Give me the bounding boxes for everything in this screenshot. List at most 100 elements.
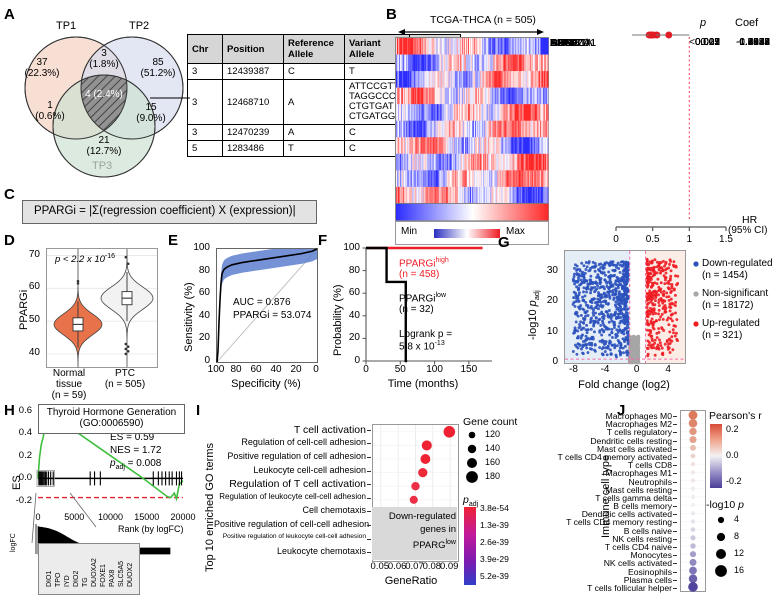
panel-label-e: E: [168, 232, 179, 249]
panel-i-xlabel: GeneRatio: [384, 575, 438, 587]
panel-f-logrank-line2: 5.8 x 10-13: [399, 340, 445, 353]
panel-j-cell-9: Mast cells resting: [605, 484, 672, 495]
panel-g-xlabel: Fold change (log2): [578, 379, 670, 391]
panel-j-cell-7: Macrophages M1: [605, 468, 672, 479]
panel-f-ytick-40: 40: [348, 309, 360, 321]
panel-j-cell-tick-17: [673, 555, 677, 557]
panel-h-gene-pax8: PAX8: [109, 569, 116, 587]
svg-text:0.5: 0.5: [646, 234, 660, 245]
panel-f-low-label: PPARGilow: [399, 292, 447, 305]
panel-j-p-legend-dot-16: [712, 563, 730, 579]
panel-b-gene-gpd1: GPD1: [550, 37, 579, 49]
panel-e-ytick-20: 20: [198, 332, 210, 344]
venn-region-tp3-only: 21(12.7%): [86, 135, 122, 157]
panel-b-gene-sat1: SAT1: [550, 37, 576, 49]
panel-h-title-box: Thyroid Hormone Generation(GO:0006590): [38, 404, 185, 434]
panel-b-coef-sat1: -1.2243: [736, 37, 770, 48]
panel-f-high-n: (n = 458): [399, 269, 440, 280]
panel-j-cell-tick-10: [673, 497, 677, 499]
panel-e-cutoff-annotation: PPARGi = 53.074: [233, 310, 312, 321]
venn-region-tp2-only: 85(51.2%): [140, 57, 176, 79]
cell-ref: A: [283, 124, 345, 141]
panel-i-size-legend-dot-160: [463, 456, 481, 470]
panel-e-roc-curve: [216, 248, 318, 363]
svg-text:0: 0: [613, 234, 619, 245]
panel-e-xlabel: Specificity (%): [231, 378, 301, 390]
panel-b-gene-plin2: PLIN2: [550, 37, 580, 49]
panel-d-ytick-60: 60: [28, 281, 40, 293]
panel-d-ytick-70: 70: [28, 248, 40, 260]
panel-g-xtick-0: 0: [633, 364, 640, 375]
panel-i-term-8: Positive regulation of leukocyte cell-ce…: [222, 532, 366, 540]
panel-j-cell-tick-11: [673, 506, 677, 508]
panel-i-term-tick-5: [367, 497, 371, 499]
panel-i-term-tick-6: [367, 511, 371, 513]
panel-g-ytick-20: 20: [546, 295, 558, 307]
panel-g-xtick--4: -4: [600, 364, 610, 375]
panel-h-xlabel: Rank (by logFC): [118, 524, 184, 534]
panel-b-pvalue-tsc22d1: 0.03: [700, 37, 720, 48]
panel-b-pvalue-klf4: 0.007: [694, 37, 720, 48]
panel-i-term-tick-7: [367, 525, 371, 526]
panel-i-term-tick-0: [367, 429, 371, 431]
panel-g-xtick-4: 4: [665, 364, 671, 375]
panel-j-cell-16: T cells CD4 naive: [604, 542, 672, 552]
panel-f-xtick-150: 150: [460, 364, 478, 375]
panel-b-pvalue-gpd1: 0.025: [694, 37, 720, 48]
panel-i-xtick-0.07: 0.07: [405, 561, 424, 572]
panel-b-coef-plin2: -1.2973: [736, 37, 770, 48]
panel-j-cell-tick-0: [673, 416, 677, 418]
panel-j-r-legend-tick-0: 0.2: [726, 424, 739, 434]
panel-j-cell-tick-8: [673, 481, 677, 483]
panel-b-gene-ren: REN: [550, 37, 573, 49]
panel-j-r-legend-title: Pearson's r: [709, 410, 762, 422]
panel-i-color-legend-label-3: 3.9e-29: [480, 554, 509, 564]
panel-i-term-5: Regulation of leukocyte cell-cell adhesi…: [219, 491, 366, 501]
panel-b-gene-klf4: KLF4: [550, 37, 576, 49]
panel-f-ytick-60: 60: [348, 287, 360, 299]
cell-chr: 5: [187, 140, 223, 157]
panel-e-ytick-100: 100: [193, 242, 210, 253]
colorbar-max-label: Max: [506, 226, 525, 237]
panel-j-dotplot: [680, 410, 706, 592]
panel-label-f: F: [318, 232, 328, 249]
panel-j-cell-14: B cells naive: [623, 525, 672, 536]
panel-i-xtick-0.05: 0.05: [370, 561, 390, 572]
panel-i-annotation: Down-regulated genes in PPARGlow: [388, 511, 456, 552]
cell-position: 1283486: [222, 140, 284, 157]
panel-i-term-tick-9: [367, 552, 371, 554]
panel-b-coef-cyp27a1: -1.1072: [736, 37, 770, 48]
cell-chr: 3: [187, 79, 223, 125]
venn-set-label-tp2: TP2: [129, 20, 150, 32]
svg-text:1.5: 1.5: [719, 234, 733, 245]
panel-j-p-legend-dot-8: [712, 529, 730, 545]
panel-g-legend-label-2: Up-regulated: [702, 318, 760, 329]
panel-g-legend-count-1: (n = 18172): [702, 300, 754, 311]
panel-b-pvalue-ppargi: <0.001: [689, 37, 720, 48]
panel-i-color-legend-label-4: 5.2e-39: [480, 571, 509, 581]
panel-h-gene-tg: TG: [82, 577, 89, 587]
panel-b-colorbar: Min Max: [395, 221, 549, 245]
panel-c-formula-box: PPARGi = |Σ(regression coefficient) X (e…: [22, 200, 317, 224]
panel-j-p-legend-title: -log10 p: [706, 499, 744, 511]
panel-b-coef-tsc22d1: -0.6556: [736, 37, 770, 48]
panel-label-j: J: [617, 402, 626, 419]
panel-h-gene-duoxa2: DUOXA2: [91, 558, 98, 587]
panel-b-pvalue-ren: 0.021: [694, 37, 720, 48]
panel-i-color-legend-label-2: 2.6e-39: [480, 537, 509, 547]
panel-j-cell-18: NK cells activated: [603, 558, 672, 569]
panel-i-size-legend-label-160: 160: [485, 457, 501, 467]
panel-g-legend-label-0: Down-regulated: [702, 258, 773, 269]
panel-i-size-legend-label-140: 140: [485, 443, 501, 453]
panel-j-cell-21: T cells follicular helper: [587, 582, 672, 593]
panel-e-auc-annotation: AUC = 0.876: [233, 297, 291, 308]
panel-j-cell-tick-15: [673, 538, 677, 540]
panel-i-size-legend-label-120: 120: [485, 429, 501, 439]
panel-i-term-tick-2: [367, 457, 371, 458]
panel-i-term-tick-8: [367, 538, 371, 540]
